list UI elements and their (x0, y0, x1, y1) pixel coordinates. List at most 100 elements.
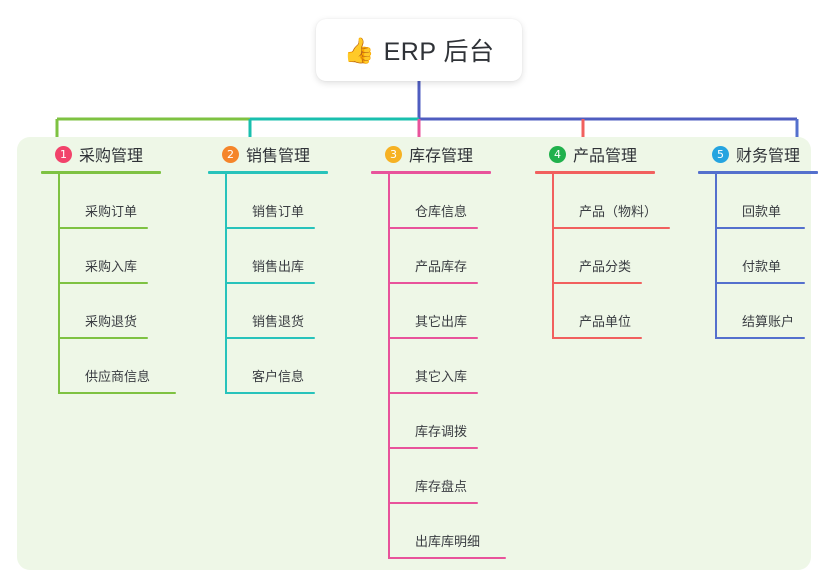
branch-header-rule (698, 171, 818, 174)
leaf-node-rule (225, 337, 315, 339)
leaf-node[interactable]: 客户信息 (225, 339, 362, 394)
leaf-node-label: 供应商信息 (85, 369, 151, 384)
leaf-node-label: 出库库明细 (415, 534, 481, 549)
branch-title: 财务管理 (736, 148, 801, 165)
leaf-node-label: 其它入库 (415, 369, 468, 384)
leaf-node[interactable]: 销售退货 (225, 284, 362, 339)
leaf-node[interactable]: 仓库信息 (388, 174, 525, 229)
leaf-node-label: 其它出库 (415, 314, 468, 329)
leaf-node[interactable]: 供应商信息 (58, 339, 195, 394)
branch-header-rule (208, 171, 328, 174)
leaf-node-rule (388, 337, 478, 339)
leaf-node-label: 采购订单 (85, 204, 138, 219)
branch-header-财务管理[interactable]: 5 财务管理 (692, 137, 839, 171)
leaf-node[interactable]: 产品分类 (552, 229, 689, 284)
branch-spine (58, 174, 60, 394)
branch-columns: 1 采购管理采购订单采购入库采购退货供应商信息 2 销售管理销售订单销售出库销售退货客… (17, 137, 818, 570)
leaf-node-rule (58, 392, 176, 394)
branch-header-rule (371, 171, 491, 174)
leaf-node-label: 客户信息 (252, 369, 305, 384)
leaf-node-rule (388, 282, 478, 284)
branch-index-badge: 5 (712, 145, 729, 163)
leaf-node[interactable]: 回款单 (715, 174, 839, 229)
leaf-node[interactable]: 付款单 (715, 229, 839, 284)
leaf-node-label: 仓库信息 (415, 204, 468, 219)
leaf-node[interactable]: 出库库明细 (388, 504, 525, 559)
leaf-node-rule (715, 227, 805, 229)
leaf-node-rule (388, 502, 478, 504)
root-node[interactable]: 👍 ERP 后台 (316, 19, 522, 81)
branch-leaf-list: 采购订单采购入库采购退货供应商信息 (58, 174, 195, 394)
leaf-node[interactable]: 采购订单 (58, 174, 195, 229)
leaf-node-rule (715, 282, 805, 284)
leaf-node-label: 销售订单 (252, 204, 305, 219)
leaf-node[interactable]: 结算账户 (715, 284, 839, 339)
root-node-label: ERP 后台 (383, 38, 495, 66)
thumbs-up-icon: 👍 (343, 36, 375, 65)
leaf-node[interactable]: 产品库存 (388, 229, 525, 284)
branch-title: 库存管理 (409, 148, 474, 165)
leaf-node-rule (715, 337, 805, 339)
branch-index-badge: 2 (222, 145, 239, 163)
branch-title: 销售管理 (246, 148, 311, 165)
leaf-node-label: 产品（物料） (579, 204, 658, 219)
leaf-node-rule (58, 227, 148, 229)
leaf-node[interactable]: 其它入库 (388, 339, 525, 394)
branch-column-财务管理: 5 财务管理回款单付款单结算账户 (692, 137, 839, 339)
leaf-node[interactable]: 产品（物料） (552, 174, 689, 229)
branch-leaf-list: 销售订单销售出库销售退货客户信息 (225, 174, 362, 394)
branch-header-销售管理[interactable]: 2 销售管理 (202, 137, 362, 171)
leaf-node-label: 采购入库 (85, 259, 138, 274)
leaf-node-rule (552, 337, 642, 339)
leaf-node[interactable]: 库存调拨 (388, 394, 525, 449)
leaf-node[interactable]: 库存盘点 (388, 449, 525, 504)
branch-leaf-list: 仓库信息产品库存其它出库其它入库库存调拨库存盘点出库库明细 (388, 174, 525, 559)
branch-header-rule (41, 171, 161, 174)
branch-title: 产品管理 (573, 148, 638, 165)
leaf-node-label: 采购退货 (85, 314, 138, 329)
branch-header-rule (535, 171, 655, 174)
branch-column-销售管理: 2 销售管理销售订单销售出库销售退货客户信息 (202, 137, 362, 394)
leaf-node-label: 库存盘点 (415, 479, 468, 494)
branch-header-采购管理[interactable]: 1 采购管理 (35, 137, 195, 171)
leaf-node-label: 销售出库 (252, 259, 305, 274)
leaf-node-rule (225, 227, 315, 229)
branch-spine (225, 174, 227, 394)
leaf-node[interactable]: 销售订单 (225, 174, 362, 229)
branch-header-产品管理[interactable]: 4 产品管理 (529, 137, 689, 171)
leaf-node-rule (388, 447, 478, 449)
leaf-node-rule (552, 227, 670, 229)
leaf-node-rule (388, 227, 478, 229)
leaf-node-label: 产品库存 (415, 259, 468, 274)
branch-column-采购管理: 1 采购管理采购订单采购入库采购退货供应商信息 (35, 137, 195, 394)
branch-leaf-list: 回款单付款单结算账户 (715, 174, 839, 339)
leaf-node-label: 库存调拨 (415, 424, 468, 439)
leaf-node[interactable]: 销售出库 (225, 229, 362, 284)
leaf-node-rule (58, 282, 148, 284)
leaf-node[interactable]: 采购入库 (58, 229, 195, 284)
leaf-node-label: 销售退货 (252, 314, 305, 329)
leaf-node-rule (552, 282, 642, 284)
leaf-node[interactable]: 产品单位 (552, 284, 689, 339)
leaf-node-rule (388, 392, 478, 394)
leaf-node-label: 结算账户 (742, 314, 795, 329)
leaf-node-rule (225, 392, 315, 394)
leaf-node[interactable]: 采购退货 (58, 284, 195, 339)
leaf-node-label: 付款单 (742, 259, 782, 274)
leaf-node-rule (58, 337, 148, 339)
branch-spine (388, 174, 390, 559)
branch-index-badge: 4 (549, 145, 566, 163)
branch-spine (715, 174, 717, 339)
branch-title: 采购管理 (79, 148, 144, 165)
branch-index-badge: 3 (385, 145, 402, 163)
branch-header-库存管理[interactable]: 3 库存管理 (365, 137, 525, 171)
branch-leaf-list: 产品（物料） 产品分类产品单位 (552, 174, 689, 339)
branch-column-库存管理: 3 库存管理仓库信息产品库存其它出库其它入库库存调拨库存盘点出库库明细 (365, 137, 525, 559)
branch-index-badge: 1 (55, 145, 72, 163)
branch-spine (552, 174, 554, 339)
leaf-node[interactable]: 其它出库 (388, 284, 525, 339)
diagram-panel (17, 137, 811, 570)
leaf-node-label: 产品单位 (579, 314, 632, 329)
leaf-node-label: 产品分类 (579, 259, 632, 274)
